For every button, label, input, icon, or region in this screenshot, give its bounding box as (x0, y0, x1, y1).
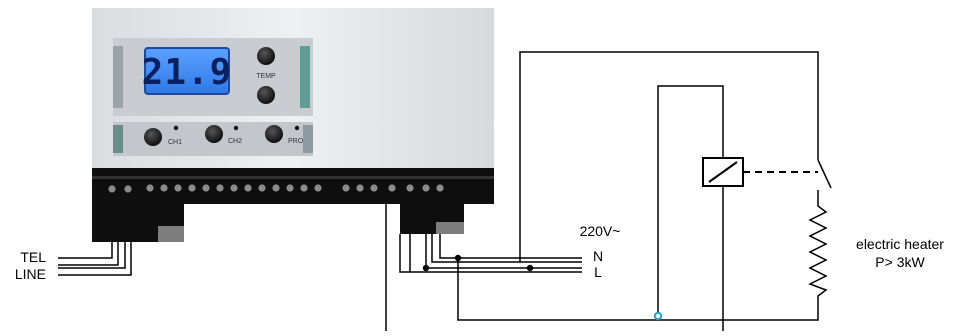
neutral-line (399, 234, 582, 273)
tel-label: TEL (20, 249, 46, 265)
temp-button-label: TEMP (256, 73, 276, 80)
upper-panel-left-strip (113, 46, 123, 108)
temp-down-button[interactable] (257, 86, 275, 104)
line-wire-2 (58, 240, 132, 276)
heater-element (457, 190, 828, 321)
ch1-button-label: CH1 (168, 139, 182, 146)
left-clamp-plate (158, 226, 184, 242)
pro-button[interactable] (265, 125, 283, 143)
temp-up-button[interactable] (257, 47, 275, 65)
tel-wire (58, 240, 113, 259)
terminal-strip-edge (92, 176, 494, 179)
voltage-label: 220V~ (580, 223, 621, 239)
lower-panel-left-strip (113, 125, 123, 153)
junction-dot (422, 264, 430, 272)
tel-wire-2 (58, 240, 119, 266)
terminal-screws (108, 184, 444, 193)
live-line-inner (425, 234, 582, 269)
live-line-2 (439, 234, 582, 259)
relay-coil-diagonal (708, 161, 738, 183)
line-wire (58, 240, 126, 269)
neutral-label: N (593, 248, 603, 264)
thermostat-device: 21.9 TEMP CH1 CH2 PRO (92, 8, 494, 242)
upper-panel-right-strip (300, 46, 310, 108)
ch2-button-label: CH2 (228, 138, 242, 145)
lower-panel-right-strip (303, 125, 313, 153)
ch2-button[interactable] (205, 125, 223, 143)
junction-dot (526, 264, 534, 272)
relay-coil-wire-top (657, 85, 724, 316)
live-label: L (594, 264, 602, 280)
ch1-indicator-led (173, 125, 179, 131)
ch1-button[interactable] (144, 128, 162, 146)
pro-button-label: PRO (288, 138, 304, 145)
line-label: LINE (15, 266, 46, 282)
lcd-value: 21.9 (142, 52, 233, 93)
lcd-display (144, 47, 230, 95)
ch2-indicator-led (233, 125, 239, 131)
heater-power-label: P> 3kW (875, 254, 925, 270)
pro-indicator-led (294, 125, 300, 131)
heater-label: electric heater (856, 236, 944, 252)
right-clamp-plate (436, 222, 464, 234)
junction-dot (454, 254, 462, 262)
switch-blade (817, 159, 832, 189)
junction-dot-special (653, 311, 663, 321)
live-line (431, 234, 582, 263)
switch-supply-wire (519, 51, 819, 262)
